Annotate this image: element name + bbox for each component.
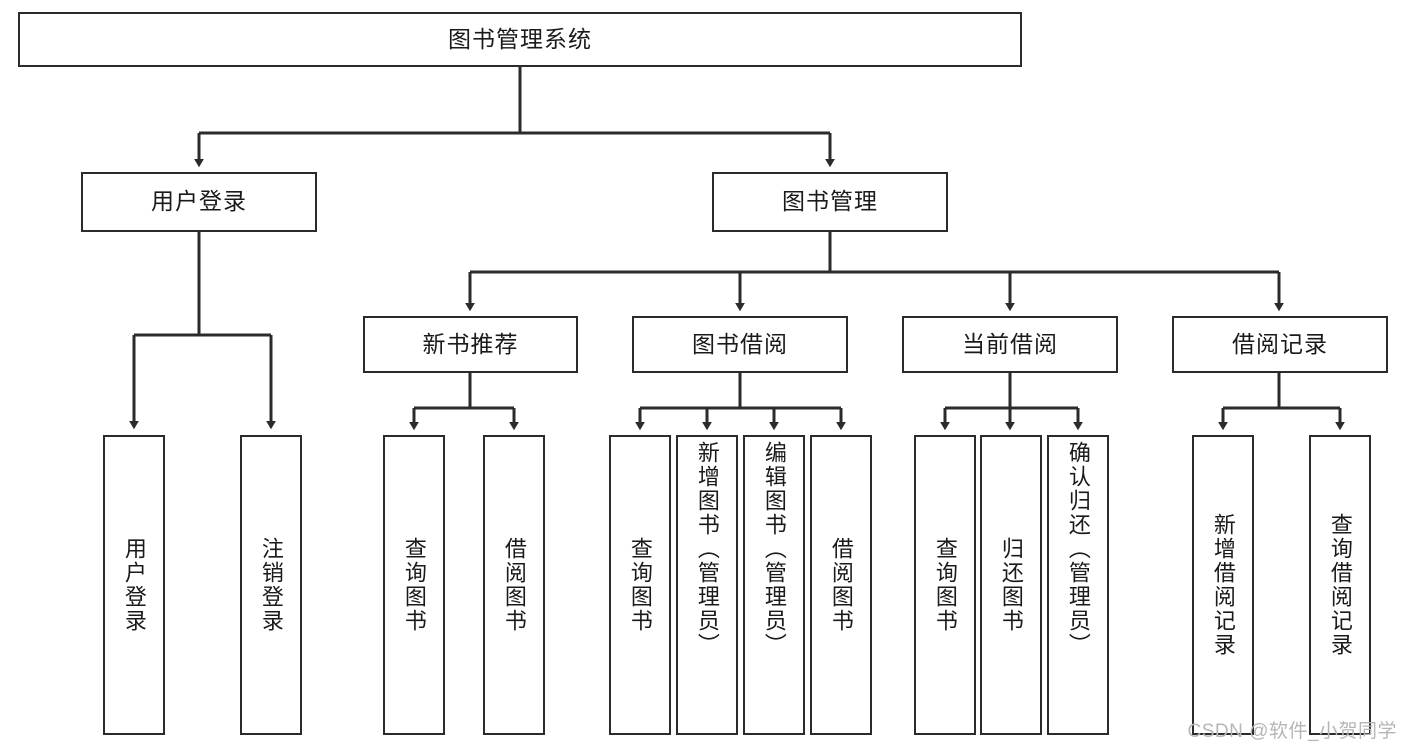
- leaf-confirm-return-admin[interactable]: 确认归还（管理员）: [1047, 435, 1109, 735]
- leaf-query-book-borrow[interactable]: 查询图书: [609, 435, 671, 735]
- leaf-return-book[interactable]: 归还图书: [980, 435, 1042, 735]
- node-label: 新书推荐: [422, 330, 519, 357]
- node-label: 归还图书: [998, 537, 1024, 633]
- node-label: 查询借阅记录: [1327, 513, 1353, 657]
- node-label: 图书管理系统: [448, 25, 592, 52]
- node-label: 用户登录: [151, 188, 247, 215]
- node-label: 查询图书: [627, 537, 653, 633]
- node-borrow-records[interactable]: 借阅记录: [1172, 316, 1388, 373]
- node-label: 确认归还（管理员）: [1065, 441, 1091, 657]
- node-label: 当前借阅: [962, 330, 1058, 357]
- watermark: CSDN @软件_小贺同学: [1187, 721, 1397, 742]
- leaf-query-borrow-record[interactable]: 查询借阅记录: [1309, 435, 1371, 735]
- node-user-login[interactable]: 用户登录: [81, 172, 317, 232]
- node-label: 新增借阅记录: [1210, 513, 1236, 657]
- node-label: 图书借阅: [692, 330, 788, 357]
- leaf-add-borrow-record[interactable]: 新增借阅记录: [1192, 435, 1254, 735]
- node-current-borrow[interactable]: 当前借阅: [902, 316, 1118, 373]
- node-label: 查询图书: [932, 537, 958, 633]
- leaf-borrow-book-recommend[interactable]: 借阅图书: [483, 435, 545, 735]
- node-label: 借阅记录: [1232, 330, 1328, 357]
- node-label: 注销登录: [258, 537, 284, 633]
- node-root-book-management-system[interactable]: 图书管理系统: [18, 12, 1022, 67]
- node-label: 借阅图书: [828, 537, 854, 633]
- leaf-add-book-admin[interactable]: 新增图书（管理员）: [676, 435, 738, 735]
- node-label: 借阅图书: [501, 537, 527, 633]
- leaf-query-book-recommend[interactable]: 查询图书: [383, 435, 445, 735]
- node-label: 编辑图书（管理员）: [761, 441, 787, 657]
- node-label: 图书管理: [782, 188, 878, 215]
- node-book-management[interactable]: 图书管理: [712, 172, 948, 232]
- node-book-borrow[interactable]: 图书借阅: [632, 316, 848, 373]
- leaf-user-login[interactable]: 用户登录: [103, 435, 165, 735]
- node-label: 新增图书（管理员）: [694, 441, 720, 657]
- leaf-user-logout[interactable]: 注销登录: [240, 435, 302, 735]
- node-new-book-recommend[interactable]: 新书推荐: [363, 316, 578, 373]
- leaf-edit-book-admin[interactable]: 编辑图书（管理员）: [743, 435, 805, 735]
- node-label: 查询图书: [401, 537, 427, 633]
- leaf-borrow-book[interactable]: 借阅图书: [810, 435, 872, 735]
- leaf-query-book-current[interactable]: 查询图书: [914, 435, 976, 735]
- node-label: 用户登录: [121, 537, 147, 633]
